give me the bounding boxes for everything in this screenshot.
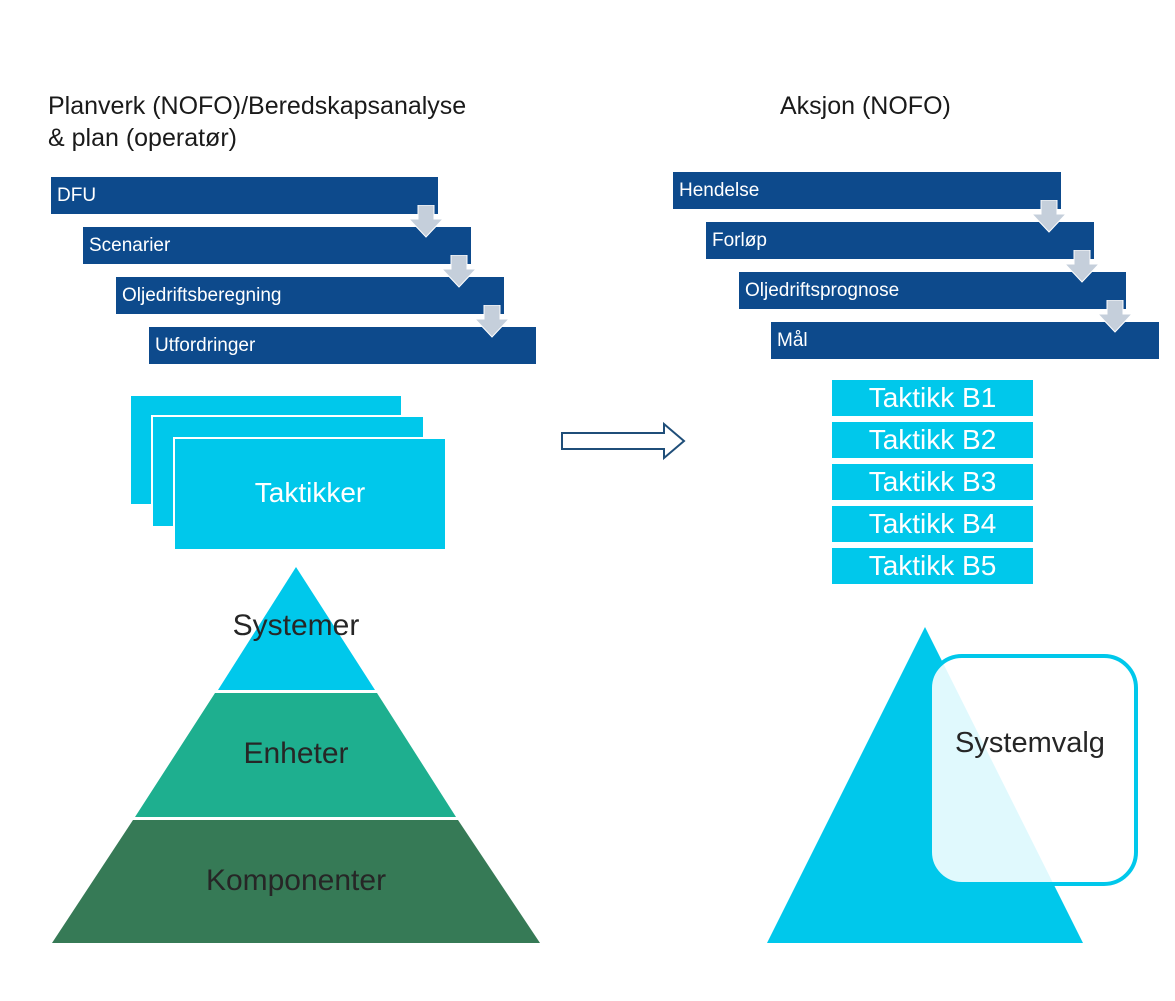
step-oljedriftsberegning: Oljedriftsberegning	[116, 277, 504, 314]
tactic-b5: Taktikk B5	[832, 548, 1033, 584]
down-arrow-icon	[1098, 300, 1132, 333]
left-title-line1: Planverk (NOFO)/Beredskapsanalyse	[48, 92, 467, 120]
down-arrow-icon	[1065, 250, 1099, 283]
step-scenarier: Scenarier	[83, 227, 471, 264]
pyramid-label-systemer: Systemer	[232, 609, 360, 642]
step-forlop: Forløp	[706, 222, 1094, 259]
down-arrow-icon	[475, 305, 509, 338]
down-arrow-icon	[442, 255, 476, 288]
step-mal: Mål	[771, 322, 1159, 359]
tactic-b1: Taktikk B1	[832, 380, 1033, 416]
tactic-b2: Taktikk B2	[832, 422, 1033, 458]
down-arrow-icon	[1032, 200, 1066, 233]
tactic-b3: Taktikk B3	[832, 464, 1033, 500]
pyramid-tier-systemer	[218, 567, 375, 690]
step-oljedriftsprognose: Oljedriftsprognose	[739, 272, 1126, 309]
down-arrow-icon	[409, 205, 443, 238]
tactics-label: Taktikker	[254, 477, 366, 508]
pyramid-tier-enheter	[135, 693, 456, 817]
tactics-card-front	[173, 437, 447, 551]
left-title-line2: & plan (operatør)	[48, 124, 237, 152]
tactic-b4: Taktikk B4	[832, 506, 1033, 542]
selection-label: Systemvalg	[955, 727, 1105, 759]
step-hendelse: Hendelse	[673, 172, 1061, 209]
step-dfu: DFU	[51, 177, 438, 214]
left-title: Planverk (NOFO)/Beredskapsanalyse & plan…	[48, 90, 466, 154]
pyramid-tier-komponenter	[52, 820, 540, 943]
pyramid-label-enheter: Enheter	[243, 737, 349, 770]
selection-box	[928, 654, 1138, 886]
step-utfordringer: Utfordringer	[149, 327, 536, 364]
pyramid-label-komponenter: Komponenter	[205, 864, 387, 897]
right-title: Aksjon (NOFO)	[780, 92, 951, 120]
